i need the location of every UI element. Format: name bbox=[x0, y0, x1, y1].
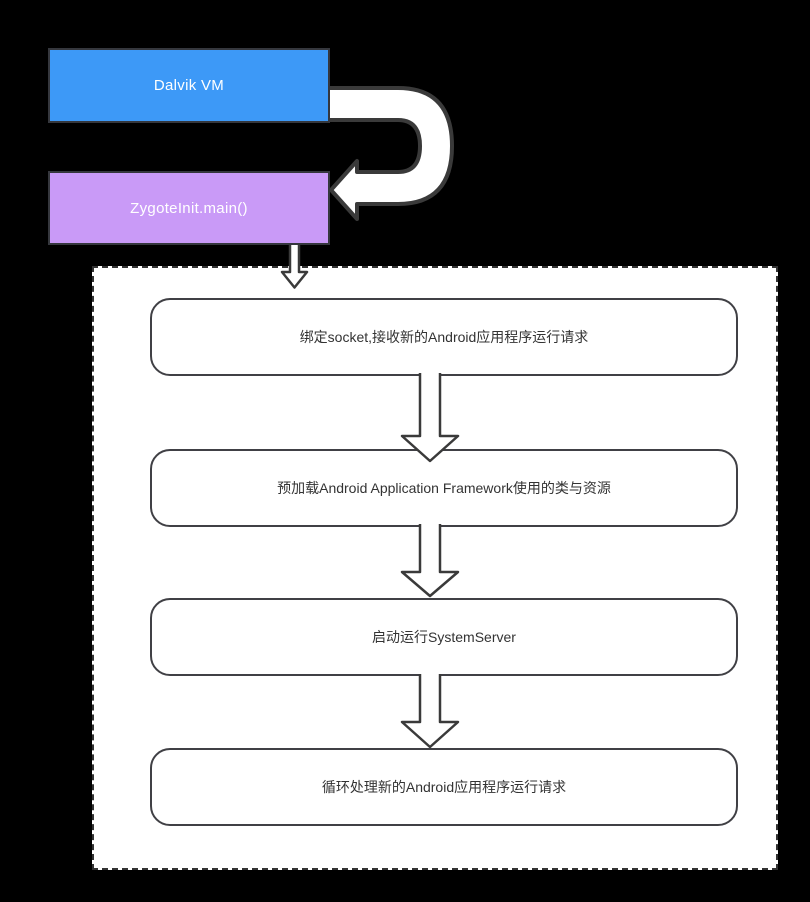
step-box-start-systemserver: 启动运行SystemServer bbox=[150, 598, 738, 676]
down-arrow-icon bbox=[280, 245, 309, 289]
step-label: 绑定socket,接收新的Android应用程序运行请求 bbox=[299, 329, 589, 345]
down-arrow-icon bbox=[400, 674, 460, 749]
step-box-loop-requests: 循环处理新的Android应用程序运行请求 bbox=[150, 748, 738, 826]
u-turn-arrow-icon bbox=[329, 86, 454, 221]
node-zygoteinit-main: ZygoteInit.main() bbox=[48, 171, 330, 245]
step-label: 循环处理新的Android应用程序运行请求 bbox=[321, 779, 567, 795]
step-label: 预加载Android Application Framework使用的类与资源 bbox=[277, 480, 611, 496]
step-box-bind-socket: 绑定socket,接收新的Android应用程序运行请求 bbox=[150, 298, 738, 376]
node-dalvik-vm: Dalvik VM bbox=[48, 48, 330, 123]
down-arrow-icon bbox=[400, 373, 460, 463]
step-box-preload-framework: 预加载Android Application Framework使用的类与资源 bbox=[150, 449, 738, 527]
node-label: ZygoteInit.main() bbox=[130, 199, 248, 217]
step-label: 启动运行SystemServer bbox=[372, 629, 516, 645]
down-arrow-icon bbox=[400, 524, 460, 598]
node-label: Dalvik VM bbox=[153, 77, 225, 94]
